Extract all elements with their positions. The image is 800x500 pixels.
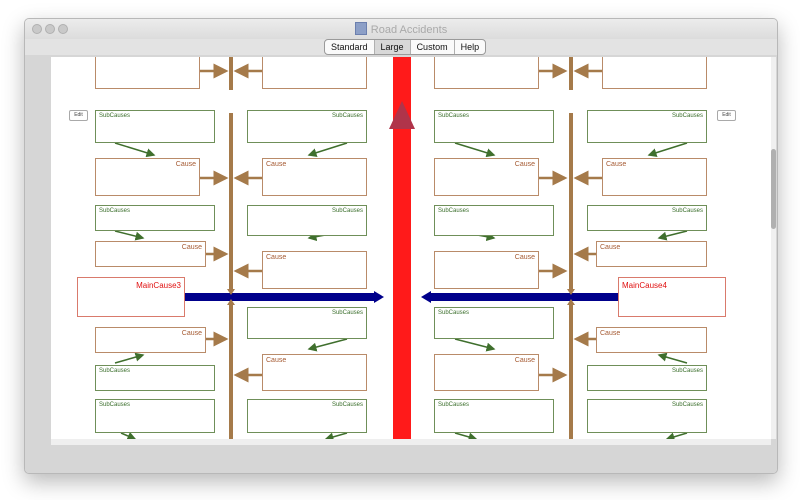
cause-box[interactable]: Cause [262,158,367,196]
main-cause-right-label: MainCause4 [622,281,667,290]
cause-label: Cause [514,254,535,261]
subcause-label: SubCauses [99,368,131,374]
subcause-box[interactable]: SubCauses [95,205,215,231]
subcause-box[interactable]: SubCauses [247,205,367,236]
cause-box[interactable] [262,57,367,89]
cause-label: Cause [266,161,287,168]
cause-box[interactable] [434,57,539,89]
cause-label: Cause [175,161,196,168]
subcause-label: SubCauses [99,113,131,119]
subcause-label: SubCauses [331,208,363,214]
cause-label: Cause [600,244,621,251]
bone-arrowheads [227,289,575,305]
large-option[interactable]: Large [374,40,411,54]
bone-top-right [569,57,573,90]
cause-label: Cause [181,330,202,337]
cause-box[interactable]: Cause [262,354,367,391]
spine [393,57,411,439]
window-title-area: Road Accidents [25,22,777,36]
edit-button-right[interactable]: Edit [717,110,736,121]
spine-arrowhead [389,101,415,129]
subcause-label: SubCauses [438,402,470,408]
scroll-thumb[interactable] [771,149,776,229]
cause-box[interactable]: Cause [95,327,206,353]
cause-box[interactable]: Cause [602,158,707,196]
cause-box[interactable]: Cause [95,158,200,196]
cause-label: Cause [600,330,621,337]
bone-top-left [229,57,233,90]
cause-box[interactable]: Cause [596,241,707,267]
window-title: Road Accidents [370,24,448,36]
main-cause-arrow-right [421,291,618,303]
cause-label: Cause [606,161,627,168]
subcause-label: SubCauses [331,402,363,408]
bone-right-lower [569,303,573,439]
cause-box[interactable]: Cause [434,354,539,391]
cause-box[interactable]: Cause [262,251,367,289]
cause-label: Cause [181,244,202,251]
main-cause-arrow-left [185,291,384,303]
subcause-box[interactable]: SubCauses [95,399,215,433]
horizontal-scrollbar[interactable] [51,439,771,445]
fishbone-canvas: Edit Edit MainCause3 MainCause4 SubCause… [51,57,771,439]
minimize-window-button[interactable] [45,24,55,34]
subcause-box[interactable]: SubCauses [434,399,554,433]
help-option[interactable]: Help [460,42,480,52]
bone-left-lower [229,303,233,439]
subcause-box[interactable]: SubCauses [434,110,554,143]
subcause-box[interactable]: SubCauses [587,205,707,231]
subcause-label: SubCauses [671,402,703,408]
subcause-box[interactable]: SubCauses [247,110,367,143]
subcause-label: SubCauses [331,113,363,119]
close-window-button[interactable] [32,24,42,34]
subcause-label: SubCauses [671,113,703,119]
subcause-label: SubCauses [99,208,131,214]
cause-label: Cause [266,254,287,261]
subcause-box[interactable]: SubCauses [587,110,707,143]
standard-option[interactable]: Standard [325,40,375,54]
subcause-box[interactable]: SubCauses [95,110,215,143]
subcause-label: SubCauses [438,208,470,214]
title-bar: Road Accidents [25,19,777,39]
subcause-box[interactable]: SubCauses [587,399,707,433]
subcause-label: SubCauses [331,310,363,316]
cause-label: Cause [514,161,535,168]
cause-label: Cause [514,357,535,364]
main-cause-right[interactable]: MainCause4 [618,277,726,317]
diagram-lines [114,57,688,439]
vertical-scrollbar[interactable] [771,57,776,439]
subcause-label: SubCauses [671,368,703,374]
subcause-box[interactable]: SubCauses [587,365,707,391]
app-window: Road Accidents Standard Large Custom Hel… [24,18,778,474]
bone-right-upper [569,113,573,291]
bone-left-upper [229,113,233,291]
view-size-segmented-control[interactable]: Standard Large Custom Help [324,39,487,55]
subcause-box[interactable]: SubCauses [247,307,367,339]
cause-box[interactable]: Cause [95,241,206,267]
custom-option[interactable]: Custom [411,40,455,54]
subcause-box[interactable]: SubCauses [247,399,367,433]
cause-label: Cause [266,357,287,364]
cause-box[interactable]: Cause [596,327,707,353]
subcause-label: SubCauses [438,113,470,119]
main-cause-left[interactable]: MainCause3 [77,277,185,317]
edit-button-left[interactable]: Edit [69,110,88,121]
zoom-window-button[interactable] [58,24,68,34]
cause-box[interactable]: Cause [434,158,539,196]
main-cause-left-label: MainCause3 [136,281,181,290]
cause-box[interactable] [95,57,200,89]
subcause-box[interactable]: SubCauses [95,365,215,391]
subcause-label: SubCauses [99,402,131,408]
subcause-label: SubCauses [438,310,470,316]
subcause-box[interactable]: SubCauses [434,205,554,236]
cause-arrows [200,63,602,383]
subcause-label: SubCauses [671,208,703,214]
cause-box[interactable] [602,57,707,89]
subcause-box[interactable]: SubCauses [434,307,554,339]
cause-box[interactable]: Cause [434,251,539,289]
document-icon [354,22,367,35]
